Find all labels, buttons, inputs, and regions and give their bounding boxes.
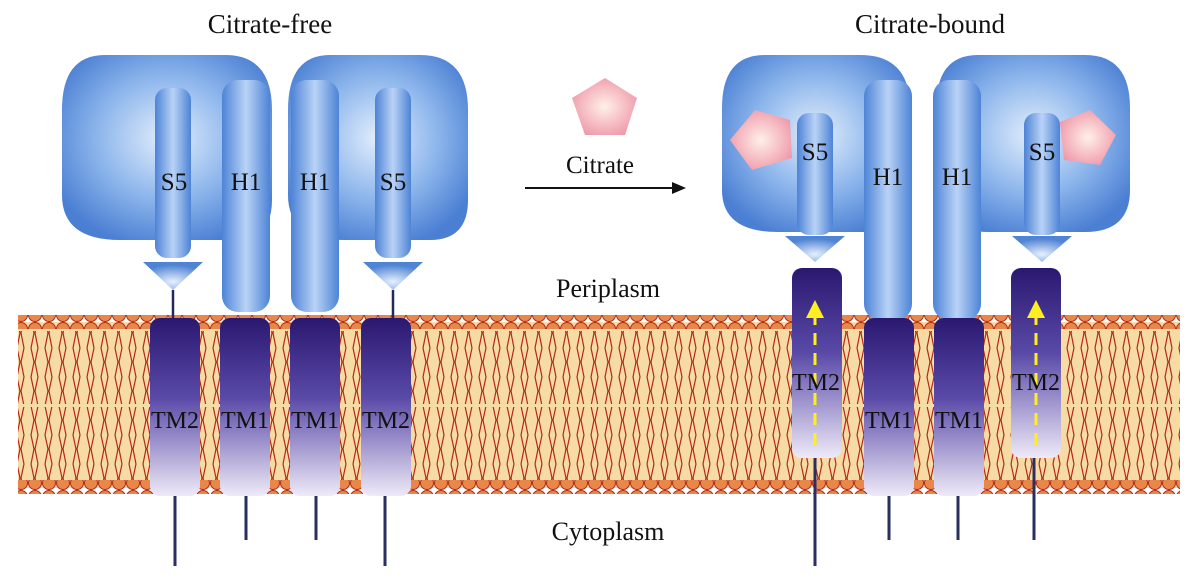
periplasm-label: Periplasm bbox=[556, 274, 660, 303]
bound-citrate-right-icon bbox=[1060, 110, 1116, 165]
citrate-binding-arrow: Citrate bbox=[525, 78, 686, 194]
tm-label: TM2 bbox=[792, 370, 840, 396]
helix-s5-1 bbox=[155, 88, 191, 258]
helix-label: S5 bbox=[802, 139, 828, 166]
helix-label: H1 bbox=[873, 164, 904, 191]
tm-label: TM1 bbox=[865, 408, 913, 434]
tm1-segment-1 bbox=[864, 318, 914, 496]
tm-label: TM2 bbox=[151, 408, 199, 434]
tm2-segment-1 bbox=[792, 268, 842, 458]
helix-s5-2-cone bbox=[1012, 236, 1072, 262]
helix-h1-2 bbox=[933, 80, 981, 320]
tm-label: TM1 bbox=[291, 408, 339, 434]
tm-label: TM2 bbox=[362, 408, 410, 434]
tm1-segment-2 bbox=[934, 318, 984, 496]
helix-s5-1 bbox=[797, 113, 833, 235]
panel-title-citrate-bound: Citrate-bound bbox=[855, 9, 1005, 39]
helix-s5-2-cone bbox=[363, 262, 423, 290]
tm1-segment-2 bbox=[290, 318, 340, 496]
panel-title-citrate-free: Citrate-free bbox=[208, 9, 332, 39]
cytoplasm-label: Cytoplasm bbox=[552, 517, 665, 546]
citrate-pentagon-icon bbox=[572, 78, 637, 135]
helix-label: S5 bbox=[380, 169, 406, 196]
tm2-segment-1 bbox=[150, 318, 200, 496]
receptor-citrate-free: S5 H1 H1 S5 TM2 TM1 TM1 TM2 bbox=[62, 55, 468, 566]
citrate-label: Citrate bbox=[566, 152, 634, 179]
helix-s5-2 bbox=[375, 88, 411, 258]
tm1-segment-1 bbox=[220, 318, 270, 496]
receptor-citrate-bound: S5 H1 H1 S5 TM2 TM1 TM1 TM2 bbox=[722, 55, 1130, 566]
bound-citrate-left-icon bbox=[730, 110, 792, 170]
helix-label: H1 bbox=[231, 169, 262, 196]
helix-label: H1 bbox=[942, 164, 973, 191]
helix-h1-2 bbox=[291, 80, 339, 312]
helix-label: H1 bbox=[300, 169, 331, 196]
helix-s5-1-cone bbox=[785, 236, 845, 262]
piston-arrow-right-head-icon bbox=[1027, 300, 1045, 318]
tm-label: TM1 bbox=[935, 408, 983, 434]
tm-label: TM2 bbox=[1012, 370, 1060, 396]
helix-h1-1 bbox=[222, 80, 270, 312]
tm-label: TM1 bbox=[221, 408, 269, 434]
arrow-head-icon bbox=[672, 182, 686, 194]
piston-arrow-left-head-icon bbox=[806, 300, 824, 318]
helix-h1-1 bbox=[864, 80, 912, 320]
helix-label: S5 bbox=[1029, 139, 1055, 166]
tm2-segment-2 bbox=[361, 318, 411, 496]
helix-s5-2 bbox=[1024, 113, 1060, 235]
helix-s5-1-cone bbox=[143, 262, 203, 290]
helix-label: S5 bbox=[161, 169, 187, 196]
